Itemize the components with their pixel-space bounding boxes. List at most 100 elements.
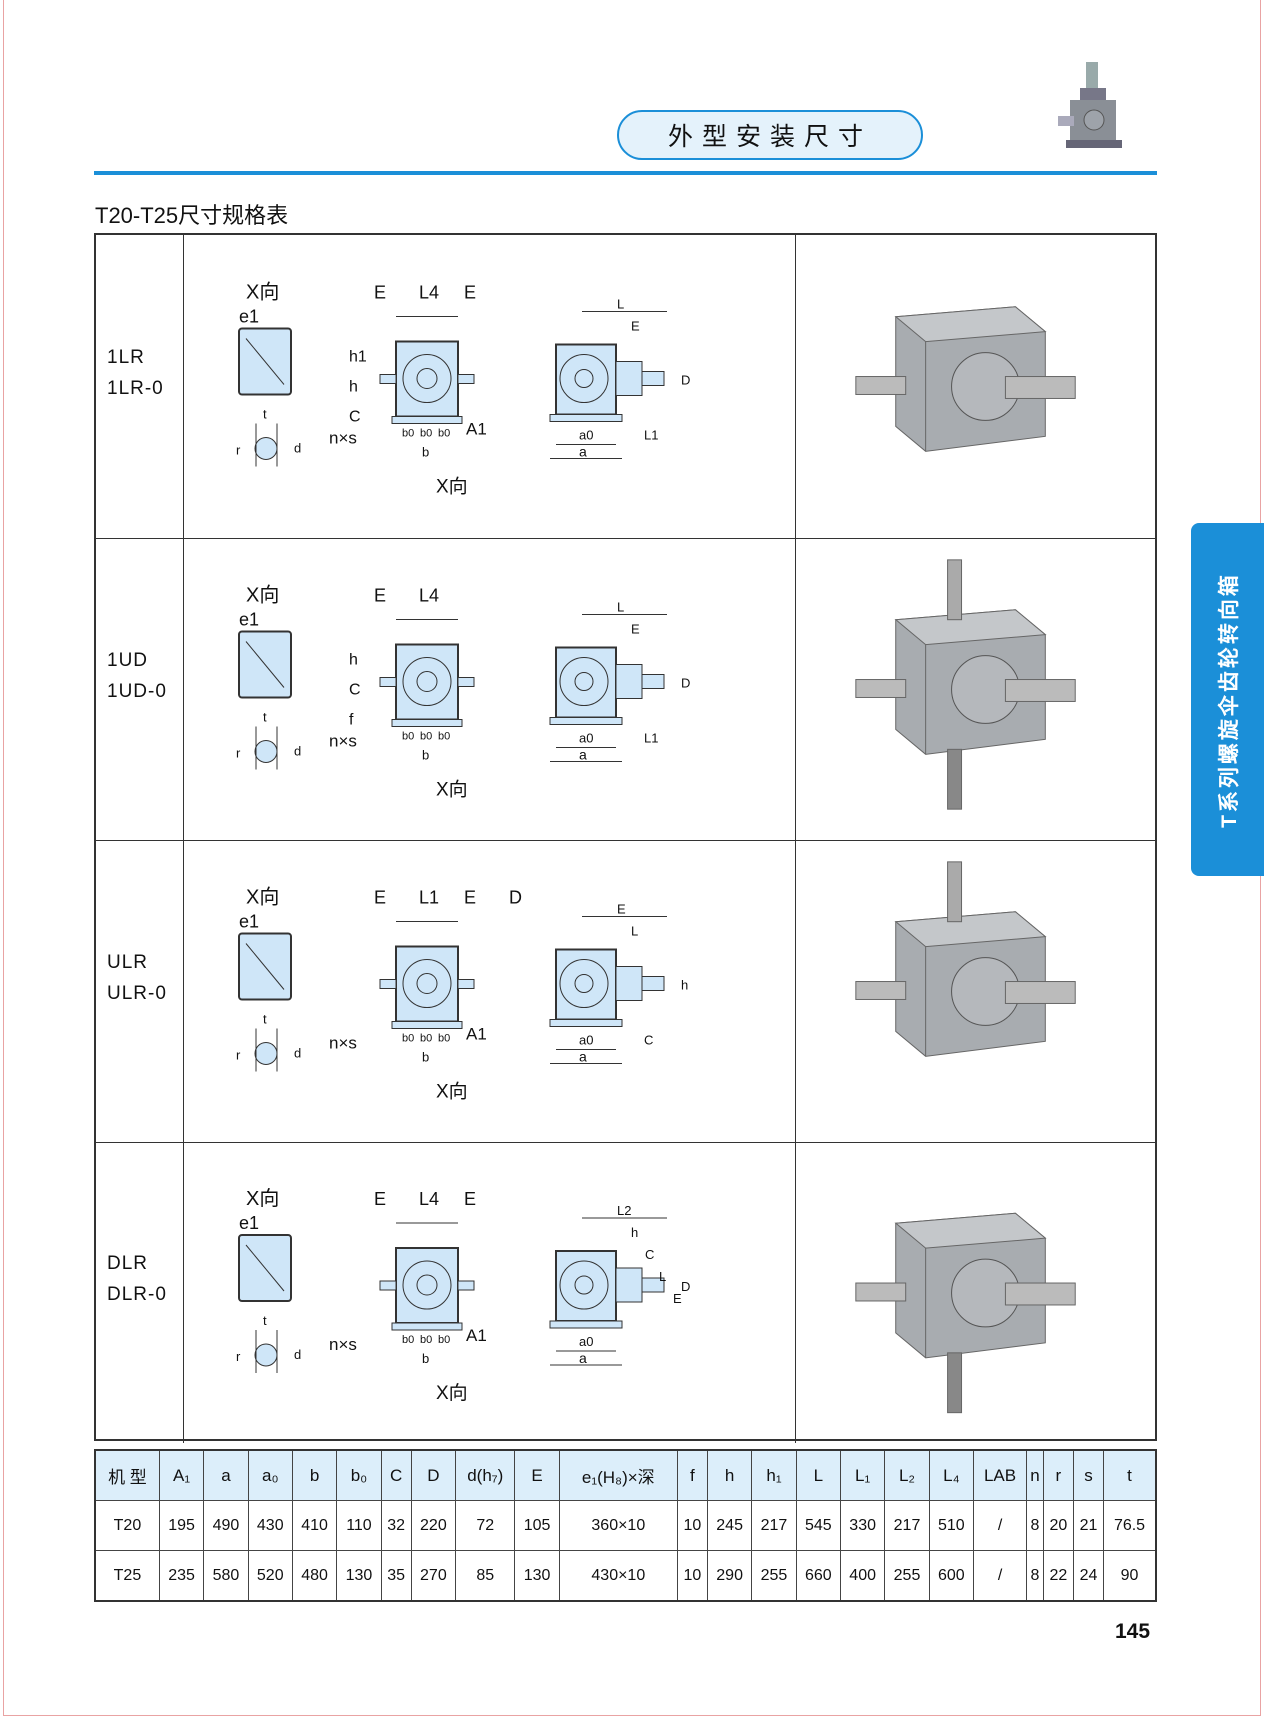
dimension-label: E xyxy=(374,283,386,303)
dimension-label: A1 xyxy=(466,1025,487,1044)
column-header: C xyxy=(380,1449,412,1501)
dimension-label: E xyxy=(464,1189,476,1209)
view-label: X向 xyxy=(246,584,279,607)
model-name: 1UD-0 xyxy=(107,681,167,702)
dimension-label: b0 xyxy=(438,731,450,743)
column-header: h₁ xyxy=(751,1449,797,1501)
model-name: 1LR xyxy=(107,347,145,368)
side-category-tab[interactable]: T系列螺旋伞齿轮转向箱 xyxy=(1191,523,1264,876)
dimension-label: L4 xyxy=(419,283,439,303)
dimension-label: n×s xyxy=(329,732,357,751)
dimension-label: L1 xyxy=(644,428,658,443)
dimension-label: C xyxy=(645,1247,654,1262)
table-cell: 220 xyxy=(410,1500,457,1551)
dimension-label: a0 xyxy=(579,1334,593,1349)
table-cell: 20 xyxy=(1042,1500,1074,1551)
flange-view xyxy=(238,1234,292,1302)
table-cell: 195 xyxy=(158,1500,205,1551)
flange-view xyxy=(238,932,292,1001)
dimension-label: d xyxy=(294,744,301,759)
section-title: 外型安装尺寸 xyxy=(617,110,923,160)
dimension-label: L1 xyxy=(419,888,439,908)
dimension-label: h xyxy=(349,652,358,669)
table-cell: 24 xyxy=(1072,1550,1105,1602)
table-subtitle: T20-T25尺寸规格表 xyxy=(95,203,289,228)
model-name: ULR-0 xyxy=(107,983,167,1004)
dimension-label: C xyxy=(349,682,361,699)
table-cell: 480 xyxy=(291,1550,338,1602)
dimension-label: E xyxy=(374,888,386,908)
dimension-label: t xyxy=(263,407,267,422)
dimension-label: d xyxy=(294,441,301,456)
column-header: L₂ xyxy=(884,1449,930,1501)
dimension-label: a xyxy=(579,1350,587,1366)
dimension-label: b0 xyxy=(420,1334,432,1346)
front-view xyxy=(379,316,475,424)
dimension-label: d xyxy=(294,1347,301,1362)
gearbox-photo xyxy=(795,841,1157,1142)
dimension-label: a0 xyxy=(579,428,593,443)
dimension-label: h xyxy=(681,978,688,993)
column-header: f xyxy=(676,1449,708,1501)
dimension-label: e1 xyxy=(239,912,259,932)
dimension-label: t xyxy=(263,1012,267,1027)
dimension-label: b xyxy=(422,1050,429,1065)
dimension-label: D xyxy=(509,888,522,908)
view-label: X向 xyxy=(436,779,468,801)
side-view xyxy=(549,311,667,459)
table-cell: 10 xyxy=(676,1550,708,1602)
column-header: b₀ xyxy=(336,1449,382,1501)
dimension-label: a xyxy=(579,444,587,460)
column-header: LAB xyxy=(973,1449,1028,1501)
view-label: X向 xyxy=(436,476,468,498)
table-cell: 110 xyxy=(336,1500,382,1551)
dimension-label: C xyxy=(349,409,361,426)
table-cell: 35 xyxy=(380,1550,412,1602)
table-cell: 130 xyxy=(336,1550,382,1602)
front-view xyxy=(379,921,475,1029)
side-view xyxy=(549,916,667,1064)
dimension-label: n×s xyxy=(329,1335,357,1354)
dimension-label: E xyxy=(631,622,640,637)
table-cell: 400 xyxy=(839,1550,886,1602)
dimension-label: d xyxy=(294,1046,301,1061)
dimension-label: E xyxy=(374,1189,386,1209)
dimension-label: b xyxy=(422,1351,429,1366)
column-header: L₄ xyxy=(928,1449,975,1501)
table-cell: 545 xyxy=(795,1500,841,1551)
header-divider xyxy=(94,171,1157,175)
table-cell: 22 xyxy=(1042,1550,1074,1602)
dimension-label: e1 xyxy=(239,610,259,630)
column-header: a xyxy=(203,1449,249,1501)
column-header: e₁(H₈)×深 xyxy=(558,1449,678,1501)
gearbox-thumbnail-image xyxy=(1058,62,1122,148)
table-cell: 270 xyxy=(410,1550,457,1602)
dimension-label: D xyxy=(681,676,690,691)
dimension-label: b xyxy=(422,445,429,460)
column-header: h xyxy=(706,1449,753,1501)
dimension-label: L2 xyxy=(617,1203,631,1218)
table-cell: T20 xyxy=(94,1500,160,1551)
dimension-label: n×s xyxy=(329,429,357,448)
dimension-label: L xyxy=(631,924,638,939)
table-cell: 600 xyxy=(928,1550,975,1602)
dimension-label: A1 xyxy=(466,420,487,439)
table-cell: 660 xyxy=(795,1550,841,1602)
table-cell: 10 xyxy=(676,1500,708,1551)
dimension-label: a0 xyxy=(579,731,593,746)
gearbox-photo xyxy=(795,235,1157,538)
table-cell: 430×10 xyxy=(558,1550,678,1602)
table-cell: 330 xyxy=(839,1500,886,1551)
table-cell: 520 xyxy=(247,1550,293,1602)
side-view xyxy=(549,614,667,762)
table-cell: 21 xyxy=(1072,1500,1105,1551)
